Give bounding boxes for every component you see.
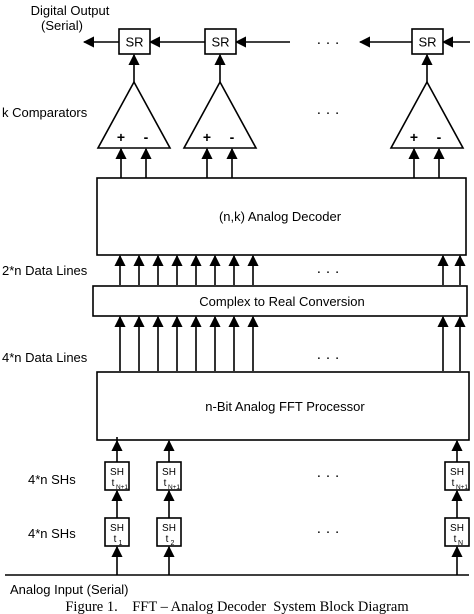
sh-label: SH: [450, 467, 464, 478]
data-lines-2n-ellipsis: · · ·: [316, 263, 339, 280]
fft-processor-label: n-Bit Analog FFT Processor: [205, 399, 365, 414]
comparator-plus-label: +: [117, 129, 125, 145]
sh-lower-to-upper-arrows: [111, 489, 463, 518]
comparator-1: + -: [96, 80, 172, 149]
sh-lower-ellipsis: · · ·: [316, 523, 339, 540]
sh-to-fft-arrows: [111, 437, 463, 462]
comparator-minus-label: -: [437, 129, 442, 145]
data-lines-4n-arrows: [114, 315, 466, 371]
sr-label: SR: [125, 35, 143, 50]
analog-decoder-block: (n,k) Analog Decoder: [96, 177, 467, 256]
data-lines-2n-arrows: [114, 254, 466, 285]
sh-label: SH: [162, 467, 176, 478]
sr-label: SR: [211, 35, 229, 50]
complex-to-real-label: Complex to Real Conversion: [199, 294, 364, 309]
sr-label: SR: [418, 35, 436, 50]
fft-processor-block: n-Bit Analog FFT Processor: [96, 371, 470, 441]
sh-time-label: t: [166, 534, 169, 545]
comparators-label: k Comparators: [2, 105, 88, 120]
shift-register-1: SR: [118, 28, 151, 55]
sr-ellipsis: · · ·: [316, 34, 339, 51]
comparator-ellipsis: · · ·: [316, 104, 339, 121]
sh-time-label: t: [454, 534, 457, 545]
sh-label: SH: [162, 523, 176, 534]
sh-time-label: t: [112, 478, 115, 489]
comparator-plus-label: +: [203, 129, 211, 145]
sh-upper-ellipsis: · · ·: [316, 467, 339, 484]
data-lines-2n-label: 2*n Data Lines: [2, 263, 88, 278]
comparator-minus-label: -: [144, 129, 149, 145]
decoder-to-comparator-arrows: [115, 147, 445, 178]
sh-subscript: 1: [119, 540, 123, 547]
sh-subscript: N+1: [456, 484, 468, 491]
shift-register-2: SR: [204, 28, 237, 55]
figure-caption: Figure 1. FFT – Analog Decoder System Bl…: [65, 599, 409, 614]
sh-time-label: t: [164, 478, 167, 489]
comparator-k: + -: [389, 80, 465, 149]
data-lines-4n-ellipsis: · · ·: [316, 349, 339, 366]
sh-upper-n: SH t N+1: [444, 461, 470, 491]
sh-label: SH: [110, 467, 124, 478]
sh-time-label: t: [452, 478, 455, 489]
sh-lower-2: SH t 2: [156, 517, 182, 547]
sh-time-label: t: [114, 534, 117, 545]
sh-subscript: 2: [171, 540, 175, 547]
analog-input-label: Analog Input (Serial): [10, 582, 129, 597]
comparator-minus-label: -: [230, 129, 235, 145]
sh-lower-n: SH t N: [444, 517, 470, 547]
digital-output-label: Digital Output: [31, 3, 110, 18]
comparator-plus-label: +: [410, 129, 418, 145]
sh-subscript: N: [458, 540, 463, 547]
input-to-sh-arrows: [111, 545, 463, 575]
sh-upper-row-label: 4*n SHs: [28, 472, 76, 487]
shift-register-k: SR: [411, 28, 444, 55]
complex-to-real-block: Complex to Real Conversion: [92, 285, 468, 317]
sh-upper-2: SH t N+1: [156, 461, 182, 491]
sh-label: SH: [110, 523, 124, 534]
sh-label: SH: [450, 523, 464, 534]
comparator-2: + -: [182, 80, 258, 149]
analog-decoder-label: (n,k) Analog Decoder: [219, 209, 342, 224]
data-lines-4n-label: 4*n Data Lines: [2, 350, 88, 365]
sh-subscript: N+1: [168, 484, 180, 491]
sh-subscript: N+1: [116, 484, 128, 491]
sh-upper-1: SH t N+1: [104, 461, 130, 491]
digital-output-serial-label: (Serial): [41, 18, 83, 33]
sh-lower-row-label: 4*n SHs: [28, 526, 76, 541]
sh-lower-1: SH t 1: [104, 517, 130, 547]
